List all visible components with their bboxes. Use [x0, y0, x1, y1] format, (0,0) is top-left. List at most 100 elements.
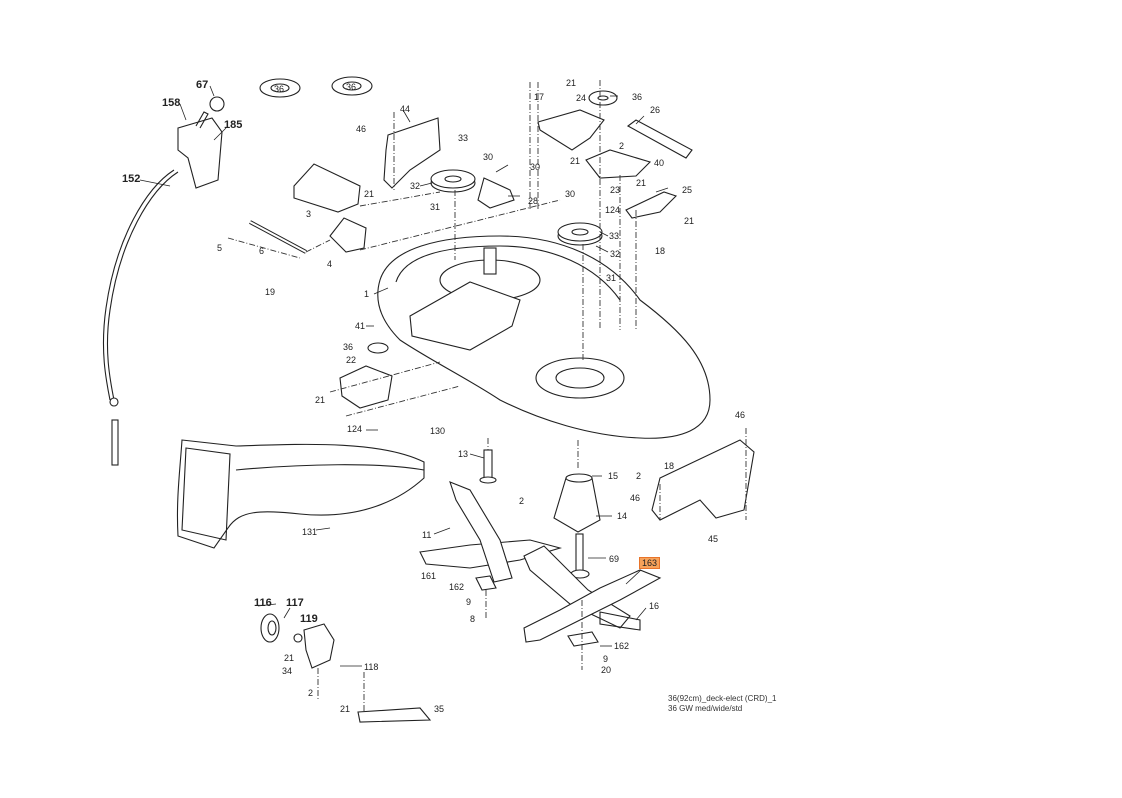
part-label-21f[interactable]: 21: [315, 395, 326, 405]
part-label-45[interactable]: 45: [708, 534, 719, 544]
part-label-21g[interactable]: 21: [284, 653, 295, 663]
part-label-36d[interactable]: 36: [343, 342, 354, 352]
part-label-33a[interactable]: 33: [458, 133, 469, 143]
part-label-21h[interactable]: 21: [340, 704, 351, 714]
part-label-30a[interactable]: 30: [483, 152, 494, 162]
bracket-28: [477, 177, 515, 209]
part-label-9a[interactable]: 9: [466, 597, 472, 607]
part-label-119[interactable]: 119: [300, 613, 318, 625]
part-label-36c[interactable]: 36: [632, 92, 643, 102]
deflector-45: [651, 439, 755, 521]
part-label-152[interactable]: 152: [122, 173, 141, 185]
part-label-32a[interactable]: 32: [410, 181, 421, 191]
part-label-2d[interactable]: 2: [308, 688, 314, 698]
part-label-124b[interactable]: 124: [347, 424, 363, 434]
cover-44: [383, 117, 441, 189]
part-label-2a[interactable]: 2: [619, 141, 625, 151]
part-label-28[interactable]: 28: [528, 196, 539, 206]
part-label-31b[interactable]: 31: [606, 273, 617, 283]
bracket-185: [177, 117, 223, 189]
part-label-117[interactable]: 117: [286, 597, 304, 609]
discharge-chute-cover: [409, 281, 521, 351]
part-label-21c[interactable]: 21: [570, 156, 581, 166]
caption-line-1: 36(92cm)_deck-elect (CRD)_1: [668, 694, 777, 703]
part-label-31a[interactable]: 31: [430, 202, 441, 212]
part-label-163-highlighted[interactable]: 163: [639, 557, 661, 569]
part-label-20[interactable]: 20: [601, 665, 612, 675]
part-label-5[interactable]: 5: [217, 243, 223, 253]
wheel-117: [260, 613, 280, 643]
part-label-18b[interactable]: 18: [664, 461, 675, 471]
part-label-34[interactable]: 34: [282, 666, 293, 676]
part-label-25[interactable]: 25: [682, 185, 693, 195]
part-label-21a[interactable]: 21: [364, 189, 375, 199]
part-label-46b[interactable]: 46: [735, 410, 746, 420]
cable-end: [111, 419, 119, 466]
part-label-3[interactable]: 3: [306, 209, 312, 219]
part-label-118[interactable]: 118: [364, 662, 379, 672]
part-label-24[interactable]: 24: [576, 93, 587, 103]
part-label-30b[interactable]: 30: [530, 162, 541, 172]
bracket-24: [537, 109, 605, 151]
part-label-124a[interactable]: 124: [605, 205, 621, 215]
spindle-69: [575, 533, 584, 573]
part-label-116[interactable]: 116: [254, 597, 272, 609]
bracket-34: [303, 623, 335, 669]
part-label-185[interactable]: 185: [224, 119, 243, 131]
part-label-26[interactable]: 26: [650, 105, 661, 115]
part-label-23[interactable]: 23: [610, 185, 621, 195]
part-label-162b[interactable]: 162: [614, 641, 630, 651]
spindle-13: [483, 449, 493, 479]
part-label-36b[interactable]: 36: [346, 82, 357, 92]
part-label-44[interactable]: 44: [400, 104, 411, 114]
part-label-17[interactable]: 17: [534, 92, 545, 102]
part-label-21e[interactable]: 21: [684, 216, 695, 226]
bracket-22: [339, 365, 393, 409]
blade-16: [523, 569, 662, 643]
cable-152: [106, 171, 179, 401]
part-label-21b[interactable]: 21: [566, 78, 577, 88]
part-label-15[interactable]: 15: [608, 471, 619, 481]
part-label-131[interactable]: 131: [302, 527, 318, 537]
part-label-13[interactable]: 13: [458, 449, 469, 459]
part-label-46a[interactable]: 46: [356, 124, 367, 134]
part-label-35[interactable]: 35: [434, 704, 445, 714]
part-label-8[interactable]: 8: [470, 614, 476, 624]
part-label-161[interactable]: 161: [421, 571, 437, 581]
plate-23: [585, 149, 652, 179]
part-label-130[interactable]: 130: [430, 426, 446, 436]
bracket-4: [329, 217, 367, 253]
part-label-33b[interactable]: 33: [609, 231, 620, 241]
part-label-6[interactable]: 6: [259, 246, 265, 256]
bracket-25: [625, 191, 678, 219]
part-label-162a[interactable]: 162: [449, 582, 465, 592]
part-label-19[interactable]: 19: [265, 287, 276, 297]
part-label-30c[interactable]: 30: [565, 189, 576, 199]
part-label-32b[interactable]: 32: [610, 249, 621, 259]
part-label-21d[interactable]: 21: [636, 178, 647, 188]
plate-162b: [567, 631, 599, 647]
part-label-41[interactable]: 41: [355, 321, 366, 331]
part-label-16[interactable]: 16: [649, 601, 660, 611]
diagram-caption: 36(92cm)_deck-elect (CRD)_1 36 GW med/wi…: [668, 694, 776, 714]
part-label-18a[interactable]: 18: [655, 246, 666, 256]
plate-162a: [475, 575, 497, 591]
part-label-40[interactable]: 40: [654, 158, 665, 168]
part-label-11[interactable]: 11: [422, 530, 432, 540]
deck-opening-right: [535, 357, 625, 399]
part-label-1[interactable]: 1: [364, 289, 370, 299]
part-label-14[interactable]: 14: [617, 511, 628, 521]
part-label-158[interactable]: 158: [162, 97, 181, 109]
caption-line-2: 36 GW med/wide/std: [668, 704, 743, 713]
part-label-2b[interactable]: 2: [636, 471, 642, 481]
part-label-67[interactable]: 67: [196, 79, 209, 91]
part-label-22[interactable]: 22: [346, 355, 357, 365]
discharge-chute-131: [176, 439, 425, 549]
part-label-2c[interactable]: 2: [519, 496, 525, 506]
part-label-9b[interactable]: 9: [603, 654, 609, 664]
part-label-36a[interactable]: 36: [274, 84, 285, 94]
part-label-46c[interactable]: 46: [630, 493, 641, 503]
part-label-4[interactable]: 4: [327, 259, 333, 269]
bar-26: [626, 119, 693, 159]
part-label-69[interactable]: 69: [609, 554, 620, 564]
